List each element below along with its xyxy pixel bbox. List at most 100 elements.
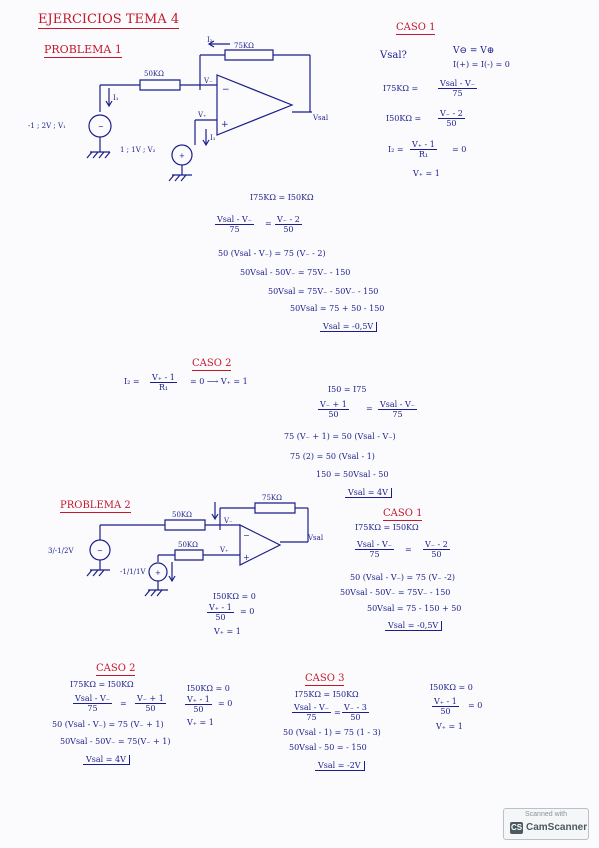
- svg-text:+: +: [243, 553, 250, 562]
- p1-caso2-l1-lhs: I₂ =: [124, 377, 140, 386]
- p1-vneg-label: V₋: [203, 77, 213, 85]
- p2-r-in2-label: 50KΩ: [178, 541, 198, 549]
- p2-caso2-l1: I75KΩ = I50KΩ: [70, 680, 134, 689]
- page-title: EJERCICIOS TEMA 4: [38, 12, 180, 29]
- p2-caso1-l3: 50 (Vsal - V₋) = 75 (V₋ -2): [350, 573, 456, 582]
- p1-caso2-l5: 75 (2) = 50 (Vsal - 1): [290, 452, 375, 461]
- p1-c4: 50Vsal - 50V₋ = 75V₋ - 150: [240, 268, 351, 277]
- p2-r-top-label: 75KΩ: [262, 494, 282, 502]
- circuit-diagram-1: 75KΩ 50KΩ I₂ I₁ V₋ V₊ -1 ; 2V ; V₁ 1 ; 1…: [28, 36, 329, 190]
- p1-eq1-frac: Vsal - V₋75: [438, 79, 477, 98]
- p2-caso1-result: Vsal = -0,5V: [385, 621, 443, 631]
- p1-eq4: V₊ = 1: [413, 169, 440, 178]
- p1-vsal-label: Vsal: [312, 114, 329, 122]
- p2-caso2-l4: 50Vsal - 50V₋ = 75(V₋ + 1): [60, 737, 171, 746]
- p1-i1b-label: I₁: [210, 134, 216, 142]
- p2-caso1-l4: 50Vsal - 50V₋ = 75V₋ - 150: [340, 588, 451, 597]
- p1-caso2-l1-rhs: = 0 ⟶ V₊ = 1: [190, 377, 248, 386]
- p2-caso2-title: CASO 2: [96, 663, 136, 676]
- p1-c2-d1: 75: [229, 225, 240, 234]
- p2-caso1-s2-num: V₊ - 1: [207, 603, 234, 613]
- p1-c2-d2: 50: [283, 225, 294, 234]
- p2-caso3-title: CASO 3: [305, 673, 345, 686]
- camscanner-badge: Scanned with CS CamScanner: [503, 808, 589, 840]
- p2-src1-label: 3/-1/2V: [48, 547, 74, 555]
- p2-caso1-l2-frac1: Vsal - V₋75: [355, 540, 394, 559]
- svg-text:−: −: [243, 531, 250, 540]
- scanned-with-text: Scanned with: [524, 811, 568, 818]
- p2-caso1-l2-n2: V₋ - 2: [423, 540, 450, 550]
- p2-caso3-s1: I50KΩ = 0: [430, 683, 473, 692]
- p2-caso3-l3: 50 (Vsal - 1) = 75 (1 - 3): [283, 728, 381, 737]
- problem-1-title: PROBLEMA 1: [44, 43, 122, 58]
- p2-caso3-l2-d2: 50: [350, 713, 361, 722]
- p1-eq3-lhs: I₂ =: [388, 145, 404, 154]
- p2-caso3-l2-d1: 75: [306, 713, 317, 722]
- p2-caso3-result: Vsal = -2V: [315, 761, 365, 771]
- p1-c5: 50Vsal = 75V₋ - 50V₋ - 150: [268, 287, 379, 296]
- p1-eq1-lhs: I75KΩ =: [383, 84, 419, 93]
- circuit-diagram-2: 75KΩ 50KΩ 50KΩ V₋ V₊ 3/-1/2V -1/1/1V Vsa…: [48, 494, 324, 605]
- p2-caso2-l3: 50 (Vsal - V₋) = 75 (V₋ + 1): [52, 720, 164, 729]
- p2-caso2-s2-den: 50: [193, 705, 204, 714]
- svg-text:~: ~: [97, 547, 103, 555]
- svg-text:+: +: [179, 152, 185, 160]
- p2-src2-label: -1/1/1V: [120, 568, 146, 576]
- p1-caso2-l2: I50 = I75: [328, 385, 367, 394]
- p1-caso2-result: Vsal = 4V: [345, 488, 392, 498]
- p2-caso2-l2-d2: 50: [145, 704, 156, 713]
- p1-caso2-l3-n2: Vsal - V₋: [378, 400, 417, 410]
- p1-eq2-num: V₋ - 2: [438, 109, 465, 119]
- p2-caso1-l2-d1: 75: [369, 550, 380, 559]
- p1-src1-label: -1 ; 2V ; V₁: [28, 122, 66, 130]
- p1-eq2-den: 50: [446, 119, 457, 128]
- p2-caso1-title: CASO 1: [383, 508, 423, 521]
- p2-caso2-s2-num: V₊ - 1: [185, 695, 212, 705]
- p1-caso2-l3-frac2: Vsal - V₋75: [378, 400, 417, 419]
- p2-caso1-l2-d2: 50: [431, 550, 442, 559]
- p2-caso2-l2-n2: V₋ + 1: [135, 694, 166, 704]
- p2-caso3-s2-rhs: = 0: [468, 701, 483, 710]
- p1-c1: I75KΩ = I50KΩ: [250, 193, 314, 202]
- p1-c2-n2: V₋ - 2: [275, 215, 302, 225]
- p1-eq3-den: R₁: [418, 150, 429, 159]
- p1-caso1-l2: I(+) = I(-) = 0: [453, 60, 510, 69]
- p2-caso3-s2-den: 50: [440, 707, 451, 716]
- p2-caso3-l2-n2: V₋ - 3: [342, 703, 369, 713]
- p2-caso2-s2-rhs: = 0: [218, 699, 233, 708]
- p1-caso2-l3-d1: 50: [328, 410, 339, 419]
- svg-text:−: −: [222, 85, 230, 95]
- p2-caso1-l2-n1: Vsal - V₋: [355, 540, 394, 550]
- p2-r-in-label: 50KΩ: [172, 511, 192, 519]
- p2-caso2-l2-frac1: Vsal - V₋75: [73, 694, 112, 713]
- p2-caso3-s3: V₊ = 1: [436, 722, 463, 731]
- camscanner-text: CamScanner: [526, 822, 588, 833]
- p1-eq1-num: Vsal - V₋: [438, 79, 477, 89]
- p2-caso2-result: Vsal = 4V: [83, 755, 130, 765]
- p1-caso1-result: Vsal = -0,5V: [320, 322, 378, 332]
- p2-caso3-l4: 50Vsal - 50 = - 150: [289, 743, 367, 752]
- p2-caso2-s3: V₊ = 1: [187, 718, 214, 727]
- p1-c6: 50Vsal = 75 + 50 - 150: [290, 304, 385, 313]
- p1-c2-n1: Vsal - V₋: [215, 215, 254, 225]
- p2-vsal-label: Vsal: [307, 534, 324, 542]
- svg-text:~: ~: [98, 123, 104, 131]
- p2-caso1-s1: I50KΩ = 0: [213, 592, 256, 601]
- p2-caso1-s2-rhs: = 0: [240, 607, 255, 616]
- p1-eq2-lhs: I50KΩ =: [386, 114, 422, 123]
- p1-caso2-l3-n1: V₋ + 1: [318, 400, 349, 410]
- svg-text:+: +: [221, 120, 229, 130]
- p1-c2-frac1: Vsal - V₋75: [215, 215, 254, 234]
- p2-caso1-s2-den: 50: [215, 613, 226, 622]
- problem-2-title: PROBLEMA 2: [60, 500, 131, 513]
- p1-caso2-title: CASO 2: [192, 358, 232, 371]
- p2-caso1-l1: I75KΩ = I50KΩ: [355, 523, 419, 532]
- p2-vpos-label: V₊: [219, 546, 229, 554]
- p2-caso3-l2-frac1: Vsal - V₋75: [292, 703, 331, 722]
